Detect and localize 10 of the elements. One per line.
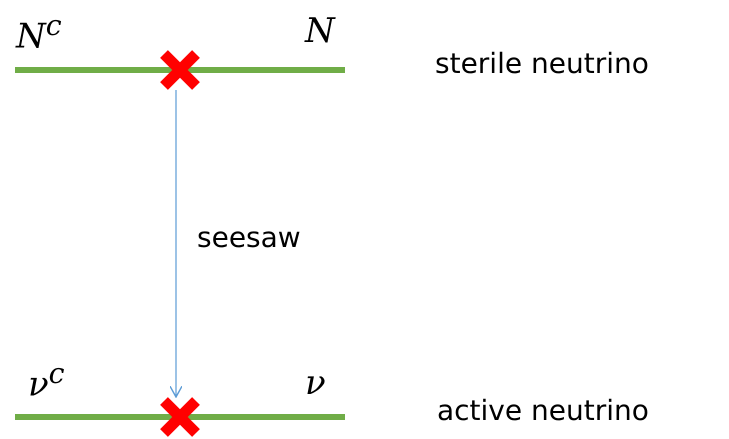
particle-name: sterile neutrino [435,50,649,78]
edge-label: seesaw [197,224,301,252]
field-symbol: N$^{c}$ [16,12,62,54]
field-symbol: N [305,14,335,48]
propagator-drawing [15,50,345,90]
arrow [169,90,183,398]
field-symbol: ν [305,366,326,400]
propagator-drawing [15,397,345,437]
particle-name: active neutrino [437,397,649,425]
field-symbol: ν$^{c}$ [28,360,65,402]
